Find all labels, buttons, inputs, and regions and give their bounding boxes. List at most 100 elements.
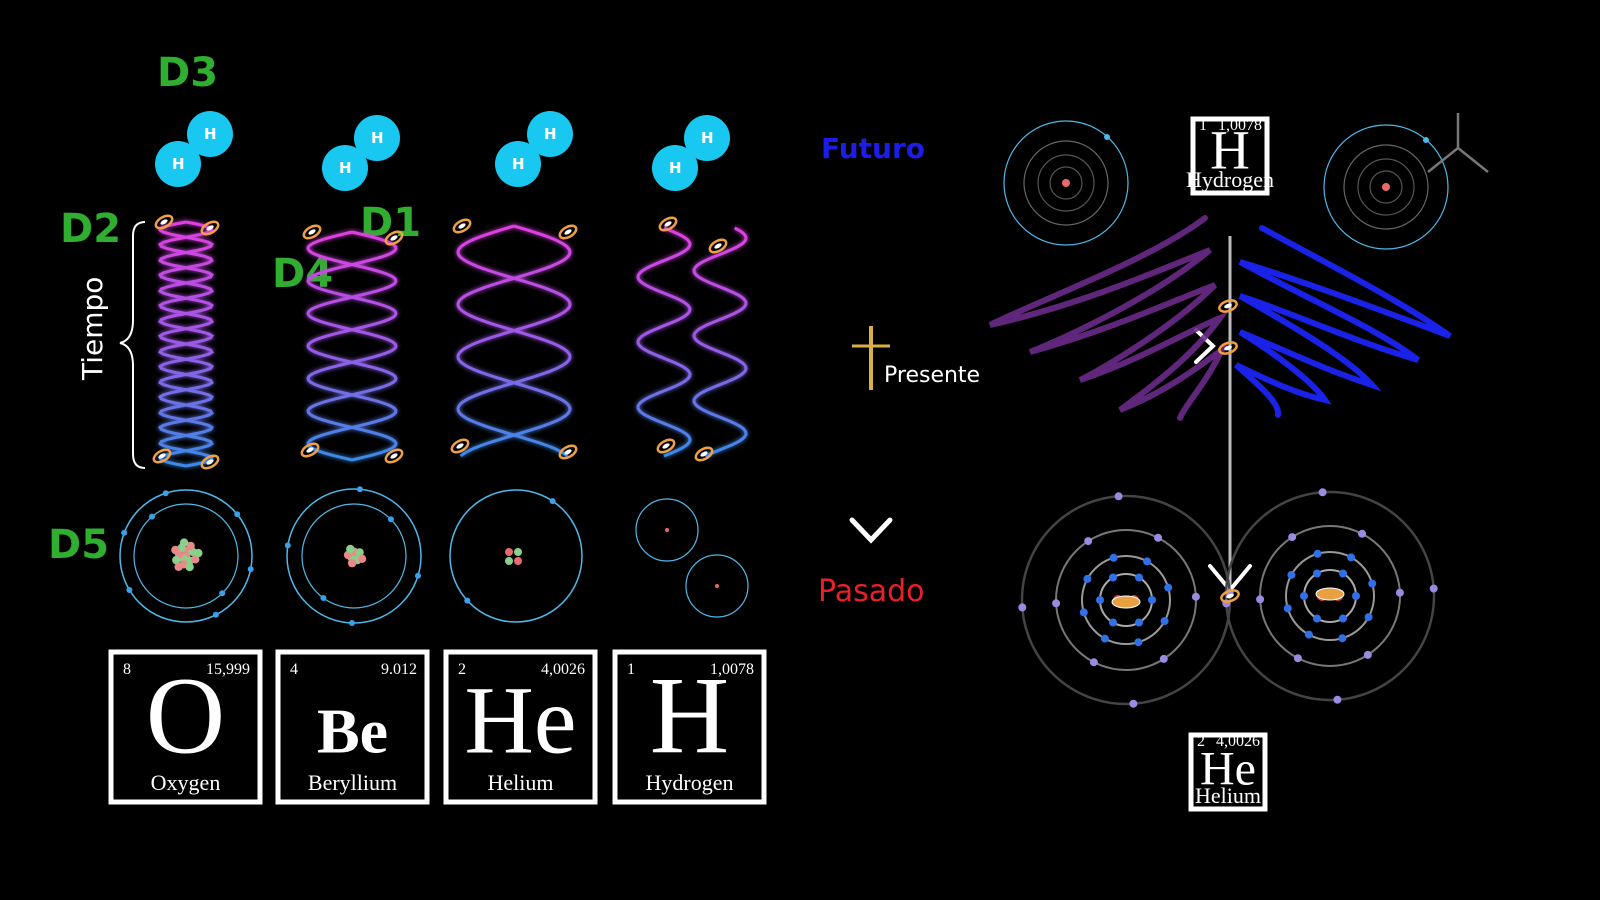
- particle-marker: [658, 216, 678, 232]
- particle-marker: [452, 218, 472, 234]
- electron: [1052, 599, 1061, 608]
- electron: [1283, 604, 1292, 613]
- electron: [1135, 573, 1143, 582]
- svg-text:H: H: [204, 125, 217, 143]
- helix-strands: [158, 220, 748, 468]
- helix-strand: [158, 220, 214, 468]
- electron: [1313, 614, 1321, 623]
- electron: [1300, 592, 1308, 600]
- electron: [356, 486, 363, 493]
- h2-molecule-2: H H: [322, 115, 400, 191]
- particle-marker: [200, 220, 220, 236]
- electron: [1109, 553, 1118, 562]
- svg-text:H: H: [371, 129, 384, 147]
- label-tiempo: Tiempo: [76, 277, 109, 381]
- element-symbol: He: [1200, 743, 1256, 796]
- helix-nodes: [152, 214, 728, 470]
- electron: [1089, 658, 1098, 667]
- electron: [1287, 570, 1296, 579]
- label-pasado: Pasado: [818, 574, 925, 609]
- electron: [1164, 583, 1173, 592]
- element-mass: 4,0026: [1216, 733, 1260, 750]
- hydrogen-atoms: [635, 498, 749, 618]
- electron: [1358, 529, 1367, 538]
- electron: [415, 572, 421, 579]
- element-name: Beryllium: [308, 770, 397, 795]
- label-d5: D5: [48, 522, 109, 568]
- element-number: 2: [1197, 733, 1205, 750]
- electron: [126, 587, 133, 593]
- particle-marker: [558, 444, 578, 460]
- hydrogen-spiral-left: [1003, 120, 1129, 246]
- beryllium-atom: [286, 488, 422, 624]
- svg-text:H: H: [544, 125, 557, 143]
- electron: [1364, 613, 1373, 622]
- electron: [1096, 596, 1104, 604]
- particle-markers: [1218, 299, 1240, 603]
- hydrogen-spiral-right: [1323, 113, 1489, 250]
- svg-text:H: H: [669, 159, 682, 177]
- particle-marker: [154, 214, 174, 230]
- helix-strand: [456, 224, 572, 458]
- particle-marker: [708, 238, 728, 254]
- particle-marker: [302, 224, 322, 240]
- electron: [1293, 654, 1302, 663]
- helix-strand: [456, 224, 572, 458]
- label-d1: D1: [360, 200, 421, 246]
- electron: [1148, 596, 1156, 604]
- electron: [121, 529, 128, 536]
- helium-atom: [449, 489, 583, 623]
- electron: [1318, 488, 1327, 497]
- particle-marker: [694, 446, 714, 462]
- electron: [234, 511, 241, 518]
- atom-diagrams: [119, 486, 749, 626]
- helix-strand: [636, 226, 692, 458]
- element-name: Oxygen: [151, 770, 221, 795]
- electron: [1083, 574, 1092, 583]
- electron: [247, 566, 254, 573]
- hydrogen-molecules: H H H H H H H H: [155, 111, 730, 191]
- svg-text:H: H: [701, 129, 714, 147]
- electron: [1134, 638, 1143, 647]
- electron: [1363, 650, 1372, 659]
- h2-molecule-4: H H: [652, 115, 730, 191]
- electron: [1079, 608, 1088, 617]
- electron: [1191, 592, 1200, 601]
- electron: [387, 516, 394, 523]
- element-symbol: Be: [317, 696, 388, 767]
- particle-marker: [450, 438, 470, 454]
- electron: [1288, 533, 1297, 542]
- electron: [349, 620, 355, 626]
- electron: [1114, 492, 1123, 501]
- particle-marker: [1218, 299, 1238, 313]
- electron: [1347, 553, 1356, 562]
- h2-molecule-1: H H: [155, 111, 233, 187]
- element-symbol: He: [465, 667, 577, 774]
- electron: [1313, 549, 1322, 558]
- electron: [1154, 533, 1163, 542]
- time-axis: [849, 200, 893, 544]
- element-mass: 1,0078: [1218, 117, 1262, 134]
- oxygen-atom: [119, 489, 253, 623]
- electron: [1018, 603, 1027, 612]
- svg-text:H: H: [339, 159, 352, 177]
- particle-marker: [300, 442, 320, 458]
- element-number: 1: [627, 661, 635, 678]
- element-mass: 4,0026: [541, 661, 585, 678]
- element-mass: 15,999: [206, 661, 250, 678]
- electron: [1338, 634, 1347, 643]
- element-symbol: H: [1210, 120, 1250, 181]
- helix-strand: [306, 230, 398, 462]
- particle-marker: [558, 224, 578, 240]
- electron: [284, 542, 291, 549]
- electron: [1339, 569, 1347, 578]
- svg-text:H: H: [172, 155, 185, 173]
- particle-marker: [384, 230, 404, 246]
- electron: [1313, 569, 1321, 578]
- electron: [1395, 588, 1404, 597]
